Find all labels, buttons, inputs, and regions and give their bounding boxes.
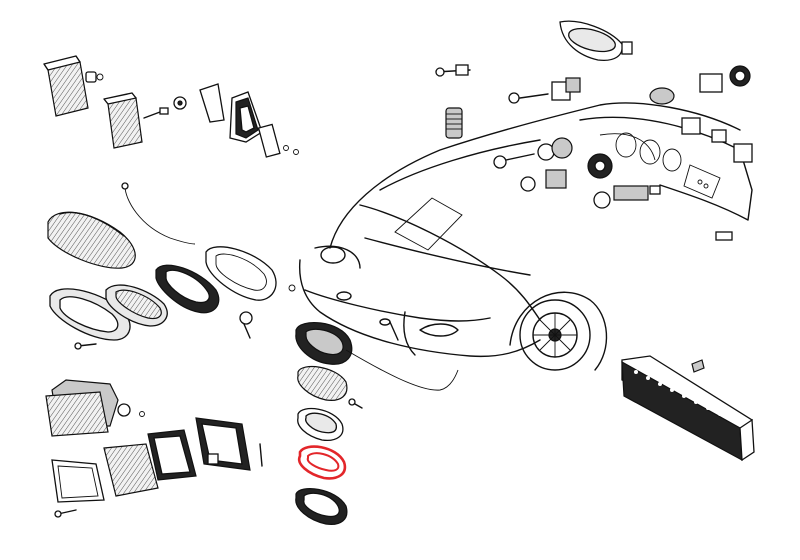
wire-terminal	[121, 182, 129, 190]
fuse-box-icon	[621, 355, 755, 462]
wire-harness	[124, 185, 196, 245]
relay-icon	[649, 65, 753, 241]
license-lamp-lens	[297, 365, 363, 409]
screw-icon	[74, 284, 296, 350]
license-lamp-gasket	[297, 407, 344, 442]
gasket-icon	[155, 264, 220, 314]
license-lamp-housing	[295, 322, 459, 391]
key-icon	[493, 77, 581, 169]
seal-icon	[297, 445, 347, 480]
tail-light-icon	[47, 211, 136, 269]
license-light-icon	[51, 411, 159, 518]
fog-light-icon	[45, 379, 131, 437]
side-marker-icon	[43, 55, 104, 117]
tail-light-icon	[105, 284, 168, 327]
bulb-icon	[435, 64, 471, 139]
dome-light-icon	[559, 20, 633, 62]
reflector-icon	[199, 83, 299, 158]
car-body-outline	[298, 102, 753, 371]
license-lamp-cover	[295, 488, 348, 525]
gasket-icon	[205, 246, 277, 301]
switch-icon	[520, 153, 661, 209]
gasket-icon	[147, 417, 263, 481]
side-marker-icon	[103, 92, 187, 149]
